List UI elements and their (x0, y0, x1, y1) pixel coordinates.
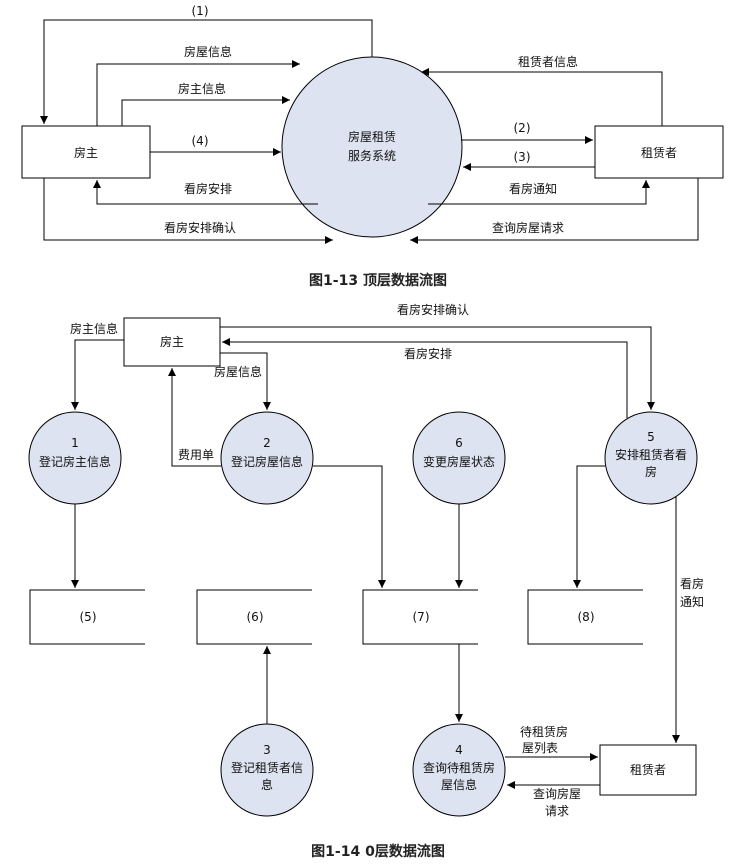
l0-flow-viewing-notice-label-2: 通知 (680, 595, 704, 609)
top-flow-1 (40, 19, 373, 124)
top-tenant-box (594, 125, 724, 179)
level0-diagram: 房主 租赁者 1 登记房主信息 2 登记房屋信息 6 变更房屋状态 5 安排租赁… (28, 302, 704, 860)
l0-flow-fee-bill-label: 费用单 (178, 448, 214, 462)
l0-flow-fee-bill (168, 368, 221, 467)
l0-process-3-name-1: 登记租赁者信 (231, 760, 303, 775)
l0-process-5-name-2: 房 (645, 464, 657, 479)
l0-store-6-label: (6) (247, 610, 264, 624)
l0-flow-viewing-arrangement-label: 看房安排 (404, 346, 452, 361)
top-landlord-box (21, 125, 151, 179)
top-flow-tenant-info (421, 68, 663, 126)
l0-flow-owner-info-label: 房主信息 (70, 321, 118, 336)
top-flow-1-label: (1) (192, 4, 209, 18)
l0-process-5-num: 5 (647, 430, 655, 444)
top-tenant-label: 租赁者 (641, 146, 677, 160)
l0-process-1-num: 1 (71, 436, 79, 450)
top-process-circle (281, 56, 463, 238)
l0-store-7 (362, 589, 478, 645)
l0-tenant-box (599, 744, 697, 796)
l0-flow-house-info (220, 352, 271, 410)
l0-store-5 (29, 589, 145, 645)
top-caption: 图1-13 顶层数据流图 (309, 272, 447, 289)
l0-store-6 (196, 589, 312, 645)
l0-process-6-num: 6 (455, 436, 463, 450)
l0-process-5 (604, 411, 698, 505)
l0-flow-viewing-arrangement (222, 338, 628, 418)
l0-store-5-label: (5) (80, 610, 97, 624)
l0-process-4-name-2: 屋信息 (441, 777, 477, 792)
l0-flow-p2-store7 (313, 465, 386, 588)
l0-tenant-label: 租赁者 (630, 763, 666, 777)
l0-process-2 (220, 411, 314, 505)
l0-store-8-label: (8) (578, 610, 595, 624)
top-flow-viewing-notice-label: 看房通知 (509, 181, 557, 196)
l0-flow-rental-list-label-2: 屋列表 (522, 741, 558, 755)
l0-process-1-name: 登记房主信息 (39, 454, 111, 469)
top-flow-viewing-confirm (43, 178, 333, 244)
l0-process-3-name-2: 息 (261, 777, 273, 792)
top-level-diagram: 房屋租赁 服务系统 房主 租赁者 (1) 房屋信息 房主信息 (4) 租赁者信息… (21, 4, 724, 289)
l0-process-2-name: 登记房屋信息 (231, 454, 303, 469)
top-flow-house-info-label: 房屋信息 (184, 44, 232, 59)
top-flow-2-label: (2) (514, 121, 531, 135)
l0-process-4-num: 4 (455, 743, 463, 757)
l0-flow-query-request-label-2: 请求 (545, 804, 569, 818)
top-flow-viewing-confirm-label: 看房安排确认 (164, 220, 236, 235)
l0-caption: 图1-14 0层数据流图 (311, 843, 445, 860)
top-process-line1: 房屋租赁 (348, 129, 396, 144)
top-flow-query-request (410, 178, 699, 244)
l0-process-4-name-1: 查询待租赁房 (423, 760, 495, 775)
top-flow-viewing-arrangement-label: 看房安排 (184, 181, 232, 196)
l0-flow-rental-list-label-1: 待租赁房 (520, 724, 568, 739)
l0-landlord-box (123, 317, 221, 367)
top-flow-viewing-arrangement (93, 180, 318, 205)
l0-process-6-name: 变更房屋状态 (423, 454, 495, 469)
l0-flow-owner-info (71, 339, 124, 410)
l0-process-5-name-1: 安排租赁者看 (615, 447, 687, 462)
l0-flow-viewing-notice-label-1: 看房 (680, 576, 704, 591)
l0-flow-house-info-label: 房屋信息 (214, 364, 262, 379)
l0-landlord-label: 房主 (160, 334, 184, 349)
l0-flow-viewing-confirm-label: 看房安排确认 (397, 302, 469, 317)
top-flow-query-request-label: 查询房屋请求 (492, 220, 564, 235)
l0-process-2-num: 2 (263, 436, 271, 450)
l0-flow-viewing-confirm (220, 326, 655, 410)
top-flow-owner-info (121, 96, 290, 126)
top-flow-4-label: (4) (192, 134, 209, 148)
top-process-line2: 服务系统 (348, 148, 396, 163)
l0-process-3-num: 3 (263, 743, 271, 757)
l0-flow-query-request-label-1: 查询房屋 (533, 786, 581, 801)
top-landlord-label: 房主 (74, 145, 98, 160)
top-flow-viewing-notice (428, 180, 650, 205)
l0-store-7-label: (7) (413, 610, 430, 624)
top-flow-owner-info-label: 房主信息 (178, 81, 226, 96)
top-flow-house-info (96, 60, 300, 126)
l0-store-8 (527, 589, 643, 645)
l0-process-4 (412, 723, 506, 817)
top-flow-tenant-info-label: 租赁者信息 (518, 54, 578, 69)
top-flow-3-label: (3) (514, 150, 531, 164)
l0-flow-p5-store8 (573, 465, 605, 588)
